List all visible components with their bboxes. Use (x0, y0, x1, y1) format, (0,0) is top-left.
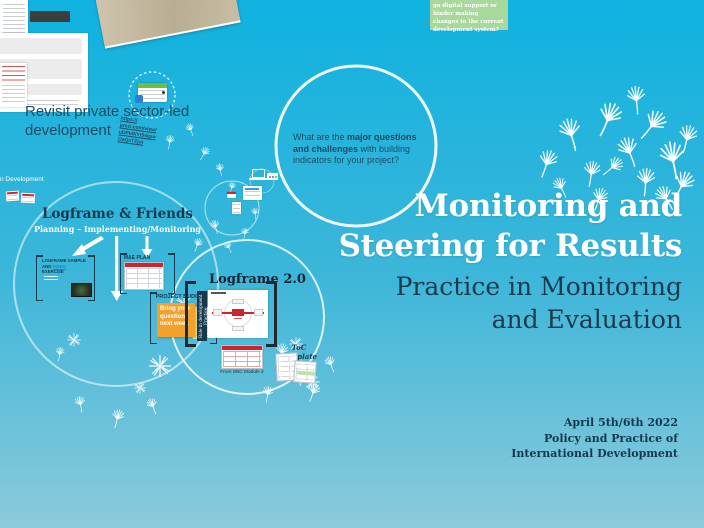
text-box-thumbnail[interactable] (243, 186, 262, 200)
toc-template-label: ToC Template (280, 343, 318, 361)
question-text-suffix: with building indicators for your projec… (293, 143, 411, 166)
browser-content-lines (140, 90, 165, 100)
laptop-icon (252, 169, 265, 178)
diagram-box-right (254, 309, 263, 316)
friends-circle-outline (13, 181, 219, 387)
title-line1: Monitoring and (414, 188, 682, 224)
diagram-box-top (232, 299, 244, 304)
logframe2-title: Logframe 2.0 (209, 272, 306, 287)
question-text-prefix: What are the (293, 132, 348, 142)
question-text: What are the major questions and challen… (293, 132, 425, 167)
bracket-right (168, 253, 175, 294)
logo-dot-green (274, 175, 277, 178)
revisit-heading: Revisit private sector-led development (25, 102, 235, 140)
footer-course-line2: International Development (511, 447, 678, 460)
document-text-lines (0, 100, 78, 108)
question-circle-outline (274, 64, 438, 228)
bracket-left (150, 292, 157, 344)
subtitle-line2: and Evaluation (491, 305, 682, 334)
document-text-lines (2, 85, 25, 104)
revisit-heading-line2: development (25, 122, 111, 139)
slide-lines (21, 196, 35, 203)
video-thumbnail[interactable] (71, 283, 92, 297)
left-edge-partial-label: n Development (0, 176, 44, 183)
tiny-doc-red-bar (227, 192, 236, 194)
diagram-red-box (232, 309, 244, 316)
toc-table-thumbnail-2[interactable] (293, 360, 317, 384)
table-header-bar (125, 263, 163, 267)
browser-window-thumbnail[interactable] (138, 83, 167, 102)
logo-dot-blue (271, 175, 274, 178)
red-text-lines (2, 66, 25, 82)
tiny-doc-thumbnail-2[interactable] (232, 202, 241, 214)
subtitle-line1: Practice in Monitoring (395, 272, 682, 301)
table-grid (223, 351, 261, 367)
footer-credits: April 5th/6th 2022 Policy and Practice o… (428, 415, 678, 462)
revisit-heading-line1: Revisit private sector-led (25, 103, 190, 120)
bracket-left-black (185, 281, 196, 347)
tiny-doc-thumbnail-1[interactable] (227, 192, 236, 198)
diagram-box-bottom (232, 326, 244, 331)
bracket-right (88, 255, 95, 301)
bracket-right-black (266, 281, 277, 347)
link-thumb-circle-outline (128, 71, 176, 119)
browser-header-bar (138, 83, 167, 88)
presentation-subtitle: Practice in Monitoring and Evaluation (262, 270, 682, 336)
footer-course-line1: Policy and Practice of (544, 431, 678, 445)
logo-dot-red (268, 175, 271, 178)
bracket-left (36, 255, 43, 301)
role-side-label: Role in development Practice (197, 291, 208, 341)
footer-date: April 5th/6th 2022 (563, 416, 678, 429)
text-box-lines (245, 191, 260, 198)
logframe-sample-label: LOGFRAME SAMPLE AND VIDEO EXERCISE (42, 258, 88, 275)
friends-title: Logframe & Friends (41, 206, 194, 222)
sticky-note[interactable]: Bring your questions next week (157, 303, 195, 337)
project-budget-label: PROJECT BUDGET (155, 294, 207, 300)
slide-lines (6, 194, 19, 201)
arrow-down-left (72, 236, 104, 256)
table-header-bar (222, 346, 262, 350)
green-question-box[interactable]: go digital support or hinder making chan… (430, 0, 508, 33)
table-grid (126, 268, 162, 288)
toc-diagram-thumbnail[interactable] (208, 290, 268, 338)
laptop-base (249, 178, 268, 180)
question-text-bold: major questions and challenges (293, 132, 417, 154)
arrow-down-right (141, 236, 153, 258)
slide-thumbnail-1[interactable] (5, 190, 20, 202)
diagram-title-bar (211, 292, 226, 294)
friends-subtitle: Planning – Implementing/Monitoring (34, 224, 201, 234)
diagram-red-caption (234, 318, 242, 319)
sbc-table-thumbnail[interactable] (221, 345, 263, 369)
tiny-doc-lines (233, 204, 240, 213)
puzzle-icon (135, 95, 143, 103)
diagram-box-left (213, 309, 222, 316)
sbc-caption: From SBC Module 2 (220, 370, 264, 375)
video-link[interactable]: VIDEO (52, 263, 66, 269)
me-plan-table-thumbnail[interactable] (124, 262, 164, 290)
presentation-title: Monitoring and Steering for Results (262, 186, 683, 266)
me-plan-label: M&E PLAN (124, 255, 151, 261)
dark-title-bar (30, 11, 70, 22)
text-box-blue-title (245, 188, 259, 190)
document-thumbnail-red-text[interactable] (0, 63, 27, 107)
logframe-sample-line1: LOGFRAME SAMPLE (42, 258, 86, 263)
tiny-white-text-lines (44, 276, 58, 281)
logframe-sample-line2: AND VIDEO EXERCISE (42, 263, 66, 275)
paragraph-box (0, 38, 82, 54)
browser-dot (162, 91, 165, 94)
logo-strip-thumbnail[interactable] (267, 173, 278, 180)
bracket-left (120, 253, 127, 294)
paragraph-box (0, 84, 82, 95)
title-line2: Steering for Results (338, 228, 683, 264)
slide-thumbnail-2[interactable] (20, 192, 36, 204)
